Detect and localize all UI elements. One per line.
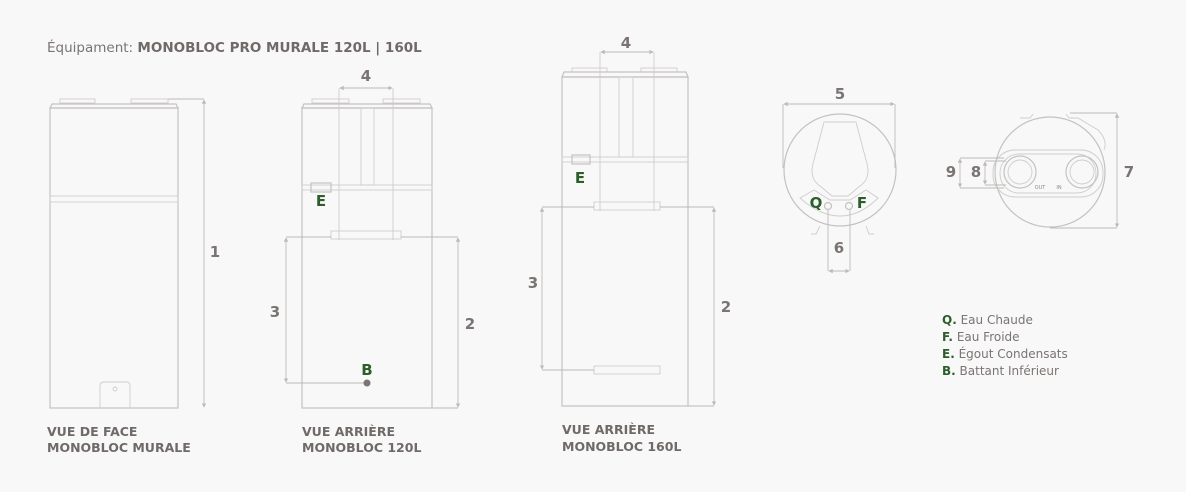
dimension-6: 6 xyxy=(834,239,844,257)
dimension-9: 9 xyxy=(946,163,956,181)
marker-e: E xyxy=(316,192,326,210)
port-in-label: IN xyxy=(1056,185,1061,191)
view-caption-line2: MONOBLOC MURALE xyxy=(47,440,191,455)
dimension-3: 3 xyxy=(528,274,538,292)
dimension-4: 4 xyxy=(361,67,371,85)
side-view: OUT IN 7 9 8 xyxy=(946,112,1134,229)
top-view: Q F 5 6 xyxy=(782,85,897,274)
marker-f: F xyxy=(857,194,867,212)
view-caption-line1: VUE DE FACE xyxy=(47,424,137,439)
rear-view-160l: 4 E 3 2 VUE ARRIÈRE MONOBLOC 160L xyxy=(528,34,731,454)
dimension-2: 2 xyxy=(721,298,731,316)
legend: Q. Eau Chaude F. Eau Froide E. Égout Con… xyxy=(942,313,1068,378)
dimension-8: 8 xyxy=(971,163,981,181)
page-title: Équipament: MONOBLOC PRO MURALE 120L | 1… xyxy=(47,39,422,56)
rear-view-120l: 4 E 3 B 2 VUE ARRIÈRE MONOBLOC 120L xyxy=(270,67,475,455)
legend-item: E. Égout Condensats xyxy=(942,346,1068,361)
legend-item: B. Battant Inférieur xyxy=(942,364,1059,378)
port-out-label: OUT xyxy=(1035,185,1047,191)
legend-item: F. Eau Froide xyxy=(942,330,1020,344)
marker-b: B xyxy=(361,361,372,379)
front-view: 1 VUE DE FACE MONOBLOC MURALE xyxy=(47,98,220,455)
view-caption-line1: VUE ARRIÈRE xyxy=(302,424,395,439)
marker-q: Q xyxy=(810,194,823,212)
dimension-7: 7 xyxy=(1124,163,1134,181)
marker-e: E xyxy=(575,169,585,187)
dimension-5: 5 xyxy=(835,85,845,103)
dimension-3: 3 xyxy=(270,303,280,321)
dimension-2: 2 xyxy=(465,315,475,333)
view-caption-line1: VUE ARRIÈRE xyxy=(562,422,655,437)
legend-item: Q. Eau Chaude xyxy=(942,313,1033,327)
dimension-1: 1 xyxy=(210,243,220,261)
view-caption-line2: MONOBLOC 120L xyxy=(302,440,421,455)
dimension-4: 4 xyxy=(621,34,631,52)
view-caption-line2: MONOBLOC 160L xyxy=(562,439,681,454)
